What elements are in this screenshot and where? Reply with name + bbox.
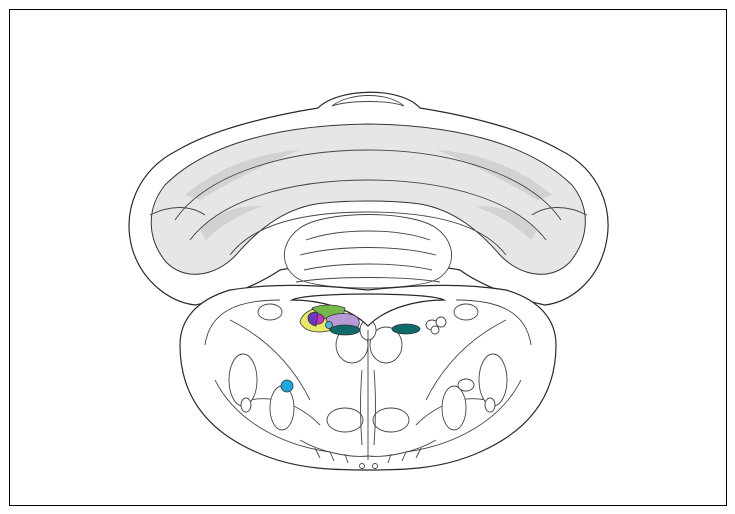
olive-right [442, 386, 466, 430]
cyan-spot-lateral [281, 380, 293, 392]
teal-nucleus-left [330, 325, 360, 335]
ventral-mass-right [373, 408, 409, 432]
lateral-tract-right [479, 354, 507, 406]
root-knob-right [373, 464, 378, 469]
cerebellum [129, 92, 608, 305]
dorsal-oval-right [454, 304, 478, 320]
small-oval-left [241, 398, 251, 412]
small-oval-right-2 [458, 379, 474, 391]
medulla [180, 285, 556, 470]
small-oval-right [485, 398, 495, 412]
tiny-oval-right-c [431, 326, 439, 334]
ventral-mass-left [327, 408, 363, 432]
olive-left [270, 386, 294, 430]
dorsal-oval-left [258, 304, 282, 320]
small-blue-dot [326, 322, 333, 329]
vermis-inner-ellipse [284, 215, 451, 289]
teal-nucleus-right [392, 324, 420, 334]
root-knob-left [360, 464, 365, 469]
lateral-tract-left [229, 354, 257, 406]
tiny-oval-right-b [436, 317, 446, 327]
